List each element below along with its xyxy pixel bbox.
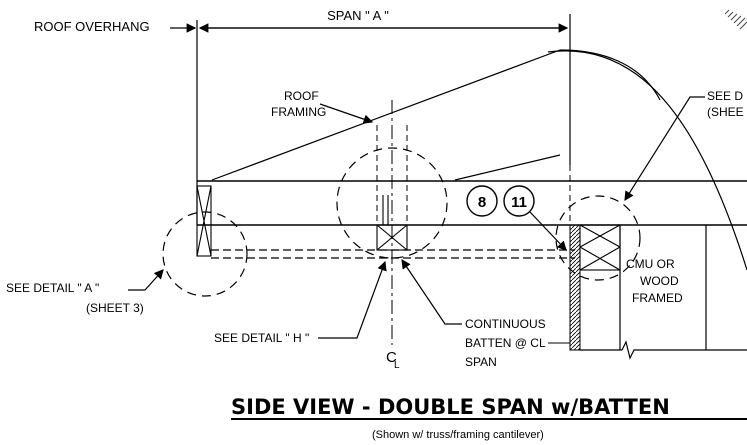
detail-h-circle (336, 147, 448, 259)
span-a-label: SPAN " A " (327, 8, 389, 23)
detail-right-circle (555, 195, 641, 281)
roof-overhang-label: ROOF OVERHANG (34, 19, 150, 34)
see-detail-right-label-2: (SHEE (707, 105, 744, 119)
hatched-wall (569, 224, 581, 351)
see-detail-a-label-2: (SHEET 3) (86, 301, 144, 315)
cmu-label-2: WOOD (640, 274, 679, 288)
continuous-leader (401, 259, 462, 325)
svg-text:8: 8 (478, 194, 486, 211)
right-support-block (579, 224, 621, 271)
see-detail-right-label-1: SEE D (707, 89, 743, 103)
large-arc-curve (547, 50, 747, 271)
centerline-sub: L (394, 360, 400, 371)
continuous-label-1: CONTINUOUS (465, 317, 546, 331)
see-detail-a-label-1: SEE DETAIL " A " (6, 281, 99, 295)
left-end-block (196, 185, 212, 257)
corner-hatch (724, 9, 747, 30)
detail-circles (162, 147, 641, 297)
see-detail-right-leader (624, 96, 705, 202)
drawing-subtitle: (Shown w/ truss/framing cantilever) (372, 429, 544, 441)
span-dimension (196, 14, 571, 225)
detail-bubble-11: 11 (503, 185, 535, 217)
continuous-label-2: BATTEN @ CL (465, 336, 546, 350)
see-detail-h-leader (318, 260, 387, 339)
roof-framing-label-2: FRAMING (271, 105, 326, 119)
detail-a-circle (162, 211, 248, 297)
batten-dashed-lines (211, 249, 575, 259)
see-detail-a-leader (128, 269, 164, 291)
drawing-title: SIDE VIEW - DOUBLE SPAN w/BATTEN (231, 395, 670, 419)
centerline-symbol: C (386, 349, 397, 366)
cmu-wall (580, 225, 747, 360)
main-beam (197, 180, 747, 226)
detail-bubble-8: 8 (466, 185, 498, 217)
continuous-label-3: SPAN (465, 355, 497, 369)
cmu-label-1: CMU OR (626, 257, 675, 271)
see-detail-h-label: SEE DETAIL " H " (214, 331, 309, 345)
roof-framing-leader (319, 103, 374, 124)
svg-text:11: 11 (511, 194, 527, 211)
bubble-leader (529, 211, 567, 251)
cmu-label-3: FRAMED (632, 291, 683, 305)
roof-framing-label-1: ROOF (284, 89, 319, 103)
